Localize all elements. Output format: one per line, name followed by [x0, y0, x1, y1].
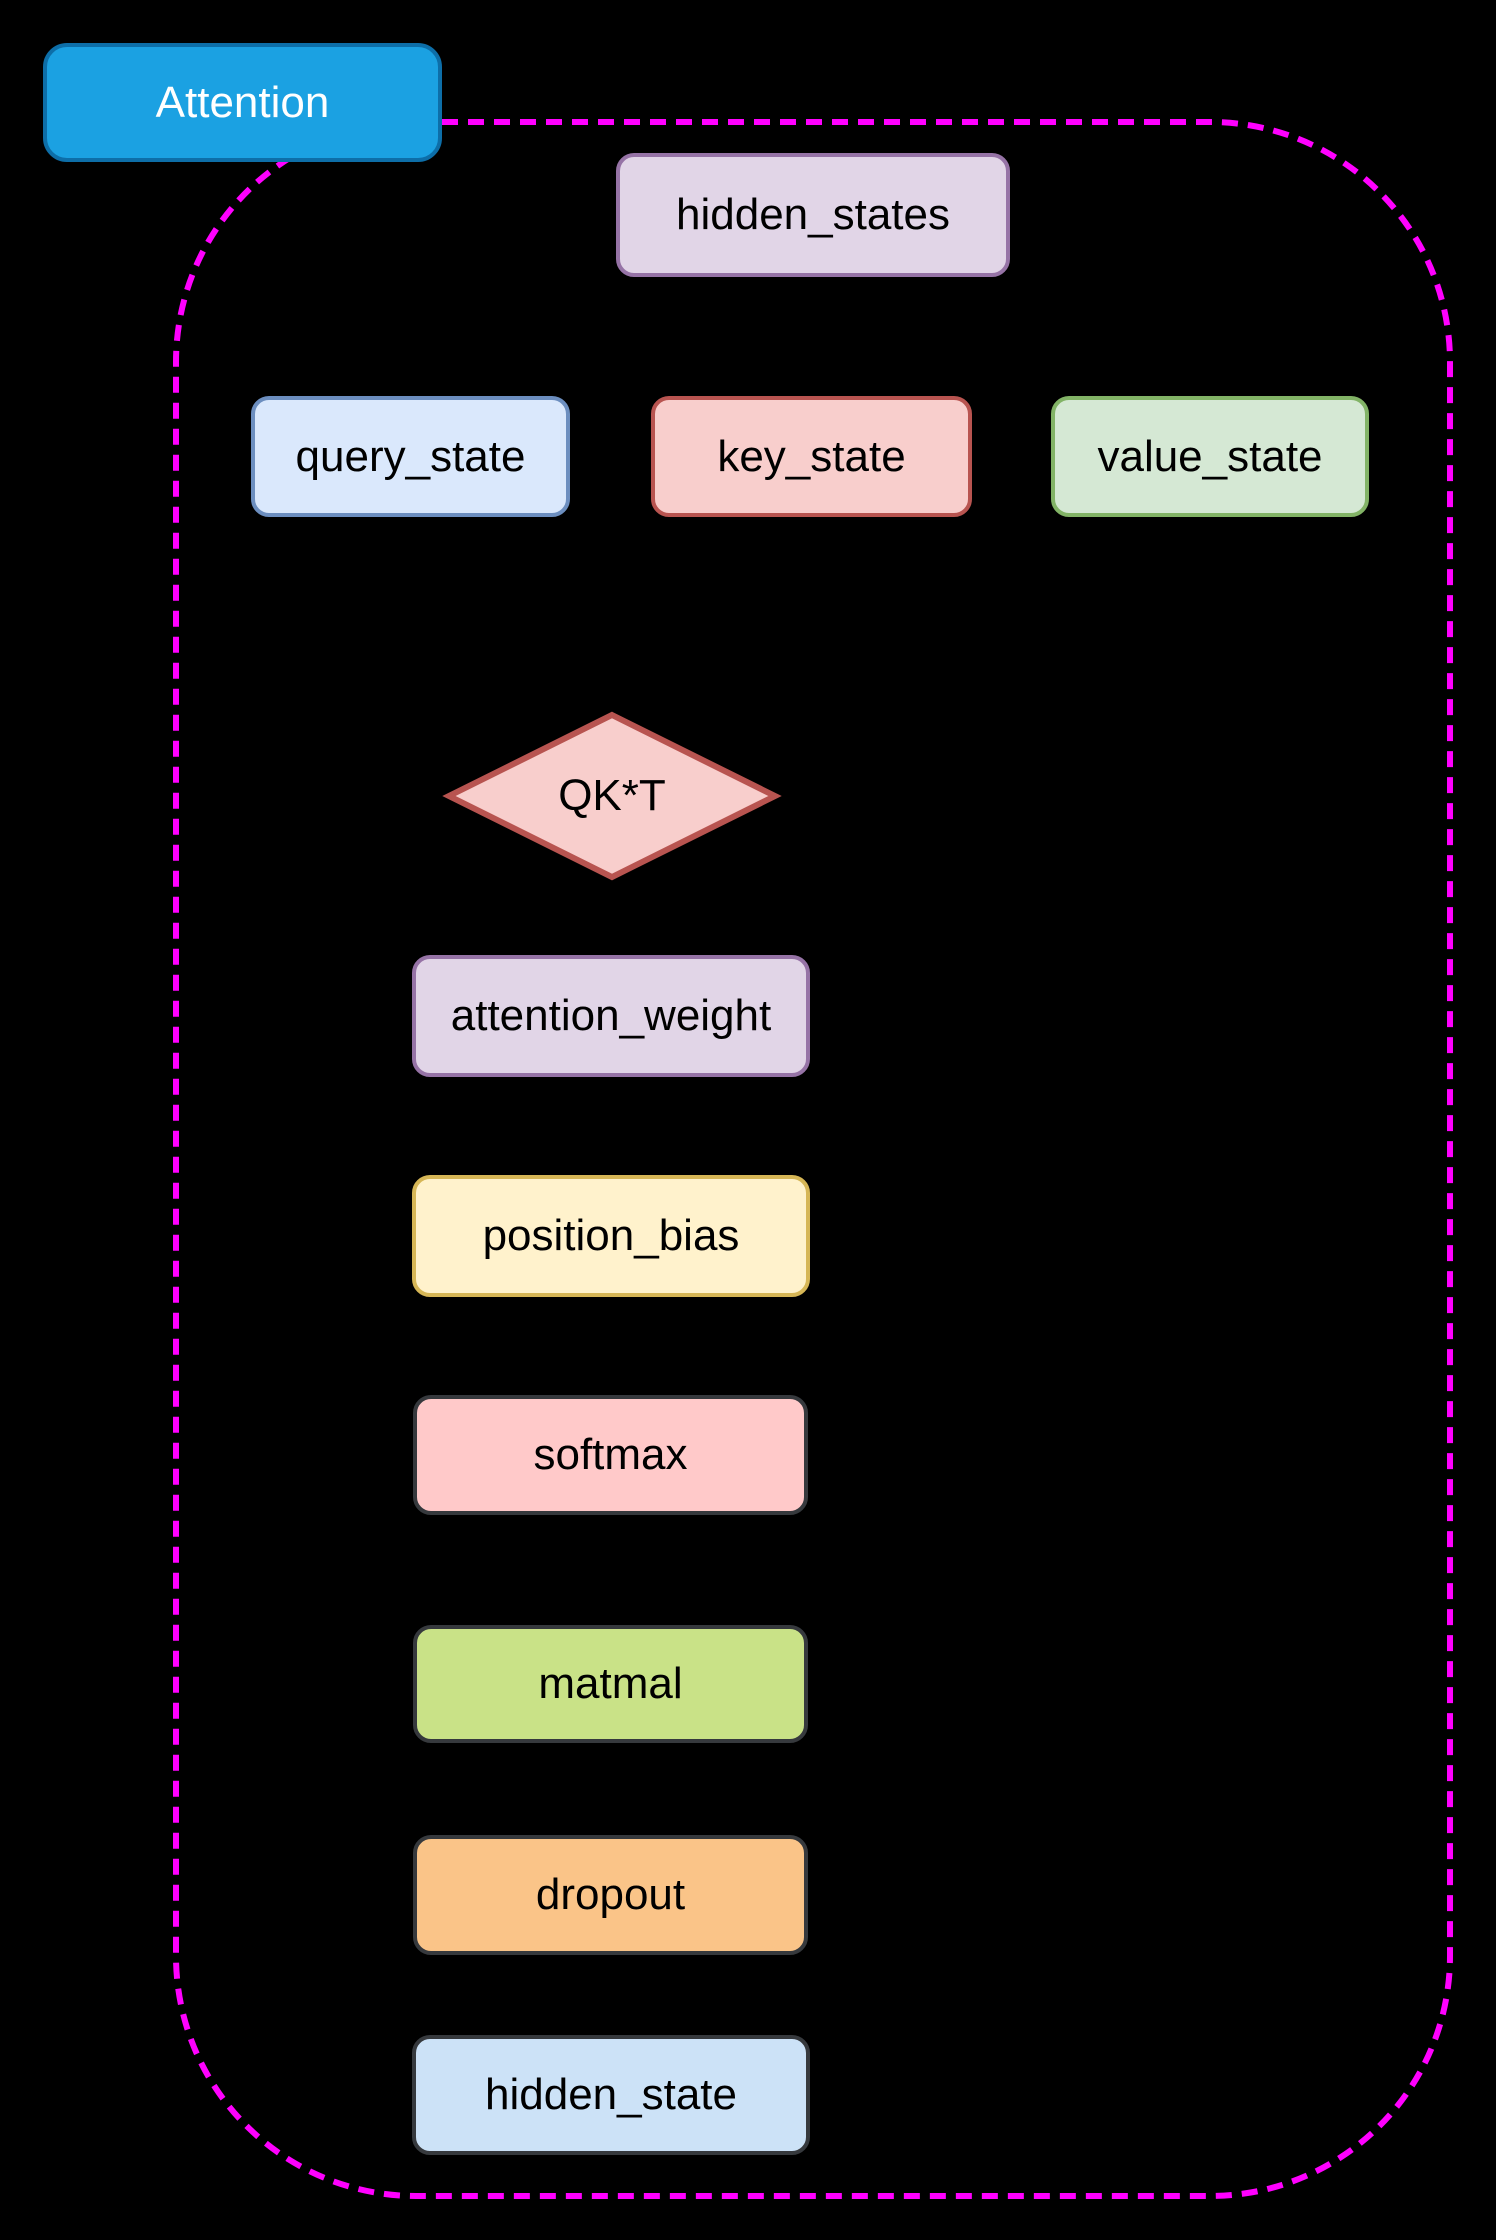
node-query-state: query_state — [251, 396, 570, 517]
node-attention-weight-label: attention_weight — [450, 991, 772, 1040]
node-matmal-label: matmal — [538, 1659, 683, 1708]
node-hidden-state-label: hidden_state — [485, 2070, 737, 2119]
group-title-label: Attention — [155, 77, 330, 127]
node-query-state-label: query_state — [295, 431, 526, 481]
node-value-state: value_state — [1051, 396, 1369, 517]
node-hidden-states: hidden_states — [616, 153, 1010, 277]
node-dropout: dropout — [413, 1835, 808, 1955]
node-value-state-label: value_state — [1097, 431, 1323, 481]
node-softmax: softmax — [413, 1395, 808, 1515]
node-softmax-label: softmax — [533, 1430, 688, 1479]
node-qkt-label: QK*T — [558, 771, 666, 820]
node-position-bias-label: position_bias — [482, 1211, 740, 1260]
node-attention-weight: attention_weight — [412, 955, 810, 1077]
node-matmal: matmal — [413, 1625, 808, 1743]
qkt-diamond-shape — [442, 711, 782, 881]
node-qkt: QK*T — [449, 715, 775, 877]
node-hidden-states-label: hidden_states — [676, 190, 950, 239]
node-dropout-label: dropout — [535, 1870, 686, 1919]
node-key-state: key_state — [651, 396, 972, 517]
node-hidden-state: hidden_state — [412, 2035, 810, 2155]
attention-group-dashed-border — [173, 119, 1453, 2199]
group-title-attention: Attention — [43, 43, 442, 162]
node-key-state-label: key_state — [717, 431, 906, 481]
node-position-bias: position_bias — [412, 1175, 810, 1297]
